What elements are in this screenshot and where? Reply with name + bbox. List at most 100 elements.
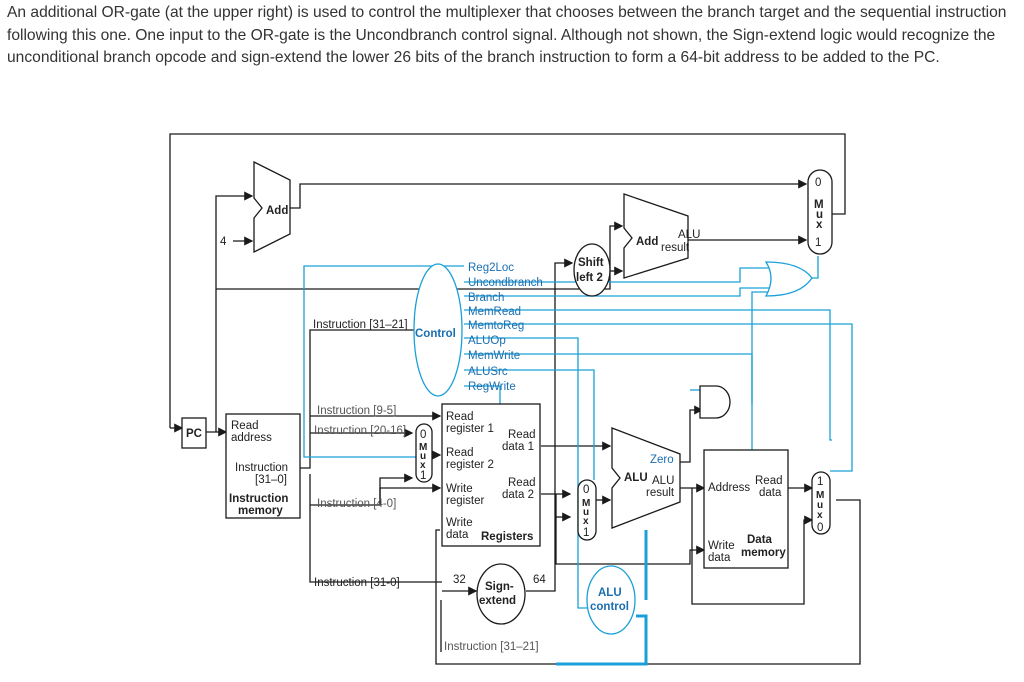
- svg-text:Registers: Registers: [481, 531, 533, 543]
- svg-text:MemRead: MemRead: [468, 306, 521, 318]
- svg-text:extend: extend: [479, 595, 516, 607]
- svg-text:1: 1: [583, 527, 589, 539]
- svg-text:Instruction [4-0]: Instruction [4-0]: [317, 498, 396, 510]
- svg-text:Write: Write: [708, 540, 735, 552]
- svg-text:u: u: [420, 451, 426, 462]
- svg-text:register 2: register 2: [446, 459, 494, 471]
- svg-text:Read: Read: [755, 475, 783, 487]
- svg-text:0: 0: [815, 177, 821, 189]
- svg-text:ALUOp: ALUOp: [468, 335, 506, 347]
- control-label: Control: [415, 328, 456, 340]
- svg-text:Read: Read: [231, 420, 259, 432]
- svg-text:data: data: [759, 487, 782, 499]
- svg-text:Read: Read: [508, 477, 536, 489]
- svg-text:Instruction: Instruction: [229, 493, 288, 505]
- svg-text:32: 32: [453, 574, 466, 586]
- adder-label: Add: [266, 205, 288, 217]
- branch-alu-result-1: ALU: [678, 229, 700, 241]
- svg-text:1: 1: [420, 470, 426, 482]
- control-signal-labels: Reg2Loc Uncondbranch Branch MemRead Memt…: [468, 262, 543, 393]
- svg-text:x: x: [420, 460, 426, 471]
- svg-text:x: x: [816, 219, 823, 231]
- svg-text:1: 1: [817, 476, 823, 488]
- svg-text:Write: Write: [446, 483, 473, 495]
- svg-text:register: register: [446, 495, 485, 507]
- svg-text:ALU: ALU: [652, 475, 674, 487]
- svg-text:Address: Address: [708, 482, 750, 494]
- svg-text:control: control: [590, 601, 629, 613]
- svg-text:Shift: Shift: [578, 257, 604, 269]
- alu-control: ALU control: [586, 565, 636, 635]
- sign-extend: Sign- extend 32 64: [453, 563, 546, 625]
- data-memory: Address Read data Write data Data memory: [703, 449, 789, 569]
- svg-text:Write: Write: [446, 517, 473, 529]
- svg-text:M: M: [816, 490, 824, 501]
- svg-text:memory: memory: [741, 547, 786, 559]
- branch-adder-label: Add: [636, 236, 658, 248]
- svg-text:0: 0: [817, 522, 823, 534]
- svg-text:0: 0: [420, 429, 426, 441]
- pc-register: PC: [181, 417, 207, 449]
- svg-text:register 1: register 1: [446, 423, 494, 435]
- svg-text:Instruction [31-0]: Instruction [31-0]: [314, 577, 400, 589]
- svg-text:Read: Read: [446, 447, 474, 459]
- svg-text:Uncondbranch: Uncondbranch: [468, 277, 543, 289]
- svg-text:M: M: [582, 498, 590, 509]
- shift-left-2: Shift left 2: [573, 243, 611, 297]
- svg-text:Sign-: Sign-: [485, 581, 514, 593]
- svg-text:u: u: [816, 209, 823, 221]
- svg-text:memory: memory: [238, 505, 283, 517]
- svg-text:u: u: [817, 500, 823, 511]
- or-gate: [764, 261, 813, 297]
- svg-text:result: result: [646, 487, 675, 499]
- svg-text:Zero: Zero: [650, 454, 674, 466]
- instruction-memory: Read address Instruction [31–0] Instruct…: [225, 413, 301, 519]
- constant-four: 4: [220, 236, 227, 248]
- memtoreg-mux: 1 M u x 0: [811, 471, 831, 535]
- svg-text:Read: Read: [446, 411, 474, 423]
- and-gate: [699, 385, 731, 419]
- branch-alu-result-2: result: [661, 242, 690, 254]
- svg-text:M: M: [419, 442, 427, 453]
- reg2loc-mux: 0 M u x 1: [415, 423, 433, 483]
- svg-text:u: u: [583, 507, 589, 518]
- alusrc-mux: 0 M u x 1: [577, 479, 597, 541]
- svg-text:M: M: [814, 199, 824, 211]
- svg-text:1: 1: [815, 237, 821, 249]
- alu: ALU Zero ALU result: [611, 427, 681, 529]
- svg-text:Branch: Branch: [468, 292, 504, 304]
- pc-label: PC: [186, 428, 202, 440]
- svg-text:Instruction [9-5]: Instruction [9-5]: [317, 405, 396, 417]
- svg-text:64: 64: [533, 574, 546, 586]
- svg-text:address: address: [231, 432, 272, 444]
- svg-text:data: data: [446, 529, 469, 541]
- svg-text:x: x: [583, 516, 589, 527]
- pc-source-mux: 0 M u x 1: [807, 169, 833, 255]
- svg-text:Instruction: Instruction: [235, 462, 288, 474]
- control-unit: Control: [413, 263, 463, 397]
- svg-text:ALUSrc: ALUSrc: [468, 366, 508, 378]
- svg-text:data 1: data 1: [502, 441, 534, 453]
- svg-text:0: 0: [583, 484, 589, 496]
- control-wires: [303, 256, 853, 666]
- svg-text:data: data: [708, 552, 731, 564]
- branch-adder: Add ALU result: [623, 193, 700, 279]
- svg-text:Data: Data: [747, 534, 773, 546]
- instruction-field-labels: Instruction [31–21] Instruction [9-5] In…: [313, 319, 539, 653]
- svg-text:RegWrite: RegWrite: [468, 381, 516, 393]
- svg-text:ALU: ALU: [598, 587, 622, 599]
- svg-text:Instruction [31–21]: Instruction [31–21]: [313, 319, 408, 331]
- datapath-wires: [169, 133, 861, 665]
- svg-text:Instruction [31–21]: Instruction [31–21]: [444, 641, 539, 653]
- register-file: Read register 1 Read register 2 Write re…: [441, 403, 541, 547]
- svg-text:left 2: left 2: [576, 272, 603, 284]
- svg-text:x: x: [817, 510, 823, 521]
- pc-adder: Add: [253, 160, 291, 254]
- svg-text:Read: Read: [508, 429, 536, 441]
- svg-text:Reg2Loc: Reg2Loc: [468, 262, 514, 274]
- figure-caption: An additional OR-gate (at the upper righ…: [7, 4, 1007, 66]
- svg-text:[31–0]: [31–0]: [255, 474, 287, 486]
- svg-text:MemWrite: MemWrite: [468, 350, 520, 362]
- svg-text:data 2: data 2: [502, 489, 534, 501]
